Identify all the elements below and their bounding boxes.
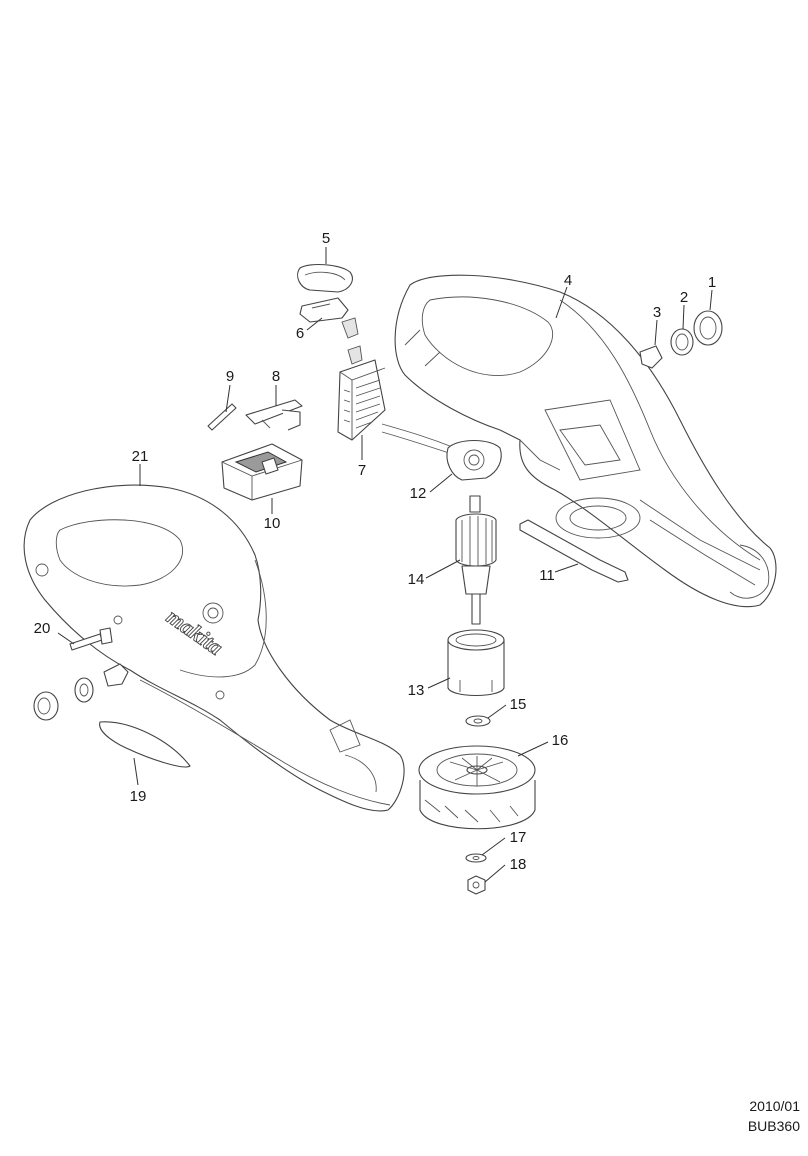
part-label: 11 bbox=[539, 567, 555, 584]
part-18-nut bbox=[467, 875, 486, 895]
part-15-washer bbox=[465, 715, 491, 727]
part-label: 6 bbox=[296, 325, 304, 342]
part-label: 16 bbox=[552, 732, 569, 749]
part-label: 1 bbox=[708, 274, 716, 291]
part-5-cap bbox=[297, 263, 353, 293]
part-labels: 1 2 3 4 5 6 7 8 9 10 11 12 13 14 15 16 1… bbox=[34, 230, 717, 873]
part-label: 14 bbox=[408, 571, 425, 588]
part-label: 5 bbox=[322, 230, 330, 247]
part-11-plate bbox=[519, 519, 629, 583]
part-19-guard bbox=[99, 721, 191, 768]
part-12-brush-holder bbox=[381, 423, 502, 481]
part-label: 13 bbox=[408, 682, 425, 699]
part-16-fan bbox=[418, 745, 536, 830]
part-3-clip bbox=[639, 345, 663, 369]
part-label: 15 bbox=[510, 696, 527, 713]
part-label: 7 bbox=[358, 462, 366, 479]
footer-date: 2010/01 bbox=[749, 1098, 800, 1114]
part-13-stator bbox=[447, 629, 505, 696]
part-label: 18 bbox=[510, 856, 527, 873]
part-7-switch-block bbox=[337, 359, 386, 441]
part-8-bracket bbox=[245, 399, 303, 431]
part-label: 17 bbox=[510, 829, 527, 846]
part-17-washer bbox=[465, 853, 487, 863]
part-21-housing-left: makita bbox=[23, 484, 405, 812]
leader-lines bbox=[57, 247, 713, 883]
part-14-armature bbox=[455, 495, 497, 625]
part-label: 12 bbox=[410, 485, 427, 502]
part-label: 20 bbox=[34, 620, 51, 637]
part-label: 3 bbox=[653, 304, 661, 321]
part-label: 19 bbox=[130, 788, 147, 805]
part-20-screw bbox=[69, 627, 113, 651]
part-1-ring-nut bbox=[693, 310, 723, 346]
part-4-housing-right bbox=[394, 274, 777, 608]
part-10-terminal-block bbox=[221, 443, 303, 501]
part-label: 9 bbox=[226, 368, 234, 385]
part-label: 21 bbox=[132, 448, 149, 465]
part-2-ring bbox=[670, 328, 694, 356]
part-6-switch-lever bbox=[299, 297, 363, 365]
part-label: 4 bbox=[564, 272, 572, 289]
part-label: 8 bbox=[272, 368, 280, 385]
part-label: 10 bbox=[264, 515, 281, 532]
part-label: 2 bbox=[680, 289, 688, 306]
small-parts-left bbox=[33, 663, 129, 721]
part-9-pin bbox=[207, 403, 237, 431]
footer-model: BUB360 bbox=[747, 1118, 800, 1134]
